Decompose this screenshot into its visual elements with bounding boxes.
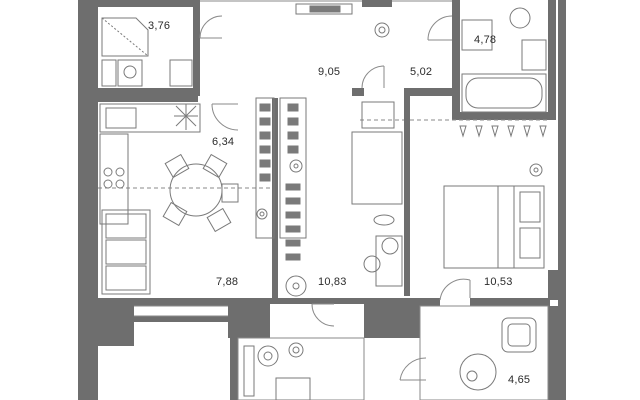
room-area-kitchen-dining: 6,34 [212,136,235,148]
plant-decorations [256,22,543,382]
balcony-fixtures [243,317,537,400]
bathroom-large-fixtures [461,7,547,113]
bathroom-small-fixtures [101,17,193,87]
bedroom-fixtures [351,101,547,287]
room-area-balcony: 4,65 [508,374,531,386]
thin-lines [98,0,549,400]
room-area-bathroom-small: 3,76 [148,20,171,32]
room-area-wardrobe-room: 10,83 [318,276,347,288]
doors [199,15,471,381]
wardrobe-fixtures [255,3,353,261]
room-area-hallway: 9,05 [318,66,341,78]
room-area-corridor: 5,02 [410,66,433,78]
room-area-bedroom: 10,53 [484,276,513,288]
kitchen-fixtures [99,103,239,295]
room-area-bathroom-large: 4,78 [474,34,497,46]
walls [78,0,566,400]
room-area-living-room: 7,88 [216,276,239,288]
